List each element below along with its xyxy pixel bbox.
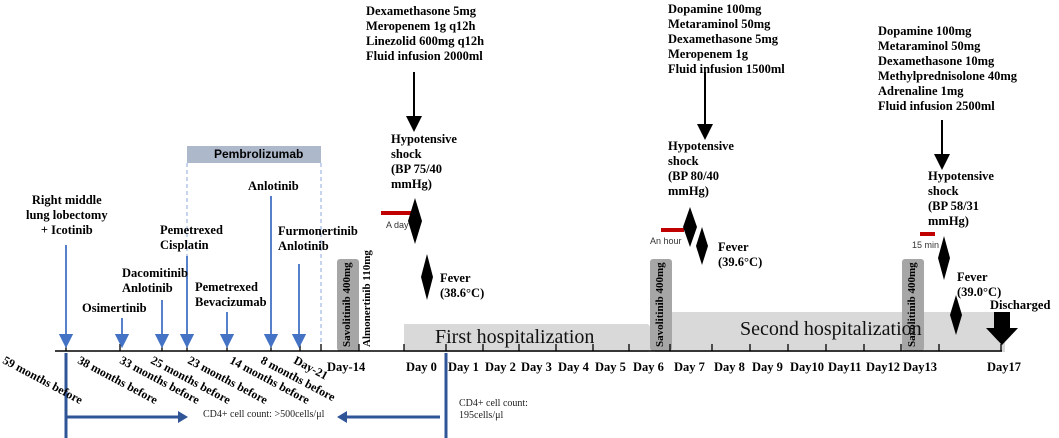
day-label-1: Day 1: [448, 360, 479, 374]
savolitinib-label-1: Savolitinib 400mg: [341, 262, 353, 347]
fever-label-3: Fever (39.0°C): [957, 270, 1002, 299]
savolitinib-box-3: [902, 259, 924, 351]
day-label-10: Day10: [790, 360, 825, 374]
treatment-arrows: [406, 72, 950, 170]
day-label-3: Day 3: [521, 360, 552, 374]
savolitinib-box-1: [337, 259, 359, 351]
cd4-count-second: CD4+ cell count: 195cells/μl: [459, 398, 528, 421]
day-label-6: Day 6: [633, 360, 664, 374]
day-label-13: Day13: [903, 360, 938, 374]
first-hospitalization-label: First hospitalization: [435, 326, 595, 348]
cd4-count-first: CD4+ cell count: >500cells/μl: [203, 409, 325, 420]
discharged-label: Discharged: [990, 298, 1051, 312]
fever-label-1: Fever (38.6°C): [440, 271, 485, 300]
fever-label-2: Fever (39.6°C): [718, 240, 763, 269]
day-label-0: Day 0: [406, 360, 437, 374]
second-hospitalization-label: Second hospitalization: [740, 318, 922, 340]
almonertinib-label: Almonertinib 110mg: [361, 250, 373, 347]
pre-event-3: Dacomitinib Anlotinib: [122, 266, 188, 295]
pre-event-2: Osimertinib: [82, 301, 147, 315]
duration-label-an-hour: An hour: [650, 236, 682, 246]
shock-label-3: Hypotensive shock (BP 58/31 mmHg): [928, 169, 994, 228]
duration-bar-an-hour: [661, 228, 684, 232]
cd4-arrows: [64, 353, 448, 438]
discharged-arrow: [986, 312, 1018, 345]
pre-event-6: Anlotinib: [248, 179, 299, 193]
pre-event-7: Furmonertinib Anlotinib: [278, 224, 358, 253]
day-label-8: Day 8: [714, 360, 745, 374]
day-label-9: Day 9: [752, 360, 783, 374]
day-label-7: Day 7: [674, 360, 705, 374]
pre-event-5: Pemetrexed Bevacizumab: [195, 280, 267, 309]
duration-label-15-min: 15 min: [912, 240, 940, 250]
day-label-11: Day11: [828, 360, 862, 374]
day-label-17: Day17: [987, 360, 1022, 374]
duration-bar-15-min: [920, 232, 935, 236]
event-diamonds: [408, 198, 962, 335]
treatment-block-1: Dexamethasone 5mg Meropenem 1g q12h Line…: [366, 4, 485, 63]
pre-event-4: Pemetrexed Cisplatin: [160, 223, 223, 252]
day-label-12: Day12: [866, 360, 901, 374]
day-label-minus14: Day-14: [327, 360, 366, 374]
pre-event-1: Right middle lung lobectomy + Icotinib: [26, 193, 108, 237]
treatment-block-3: Dopamine 100mg Metaraminol 50mg Dexameth…: [878, 24, 1018, 113]
pembrolizumab-bar: [187, 146, 321, 163]
duration-label-a-day: A day: [386, 220, 409, 230]
day-label-5: Day 5: [595, 360, 626, 374]
blue-event-arrows: [58, 196, 307, 349]
first-hospitalization-band: [404, 324, 660, 352]
day-label-2: Day 2: [485, 360, 516, 374]
day-label-4: Day 4: [558, 360, 589, 374]
duration-bar-a-day: [381, 211, 413, 215]
savolitinib-box-2: [650, 259, 672, 351]
shock-label-2: Hypotensive shock (BP 80/40 mmHg): [668, 139, 734, 198]
treatment-block-2: Dopamine 100mg Metaraminol 50mg Dexameth…: [668, 2, 785, 76]
shock-label-1: Hypotensive shock (BP 75/40 mmHg): [391, 132, 457, 191]
savolitinib-label-2: Savolitinib 400mg: [654, 262, 666, 347]
pembrolizumab-label: Pembrolizumab: [214, 147, 304, 161]
